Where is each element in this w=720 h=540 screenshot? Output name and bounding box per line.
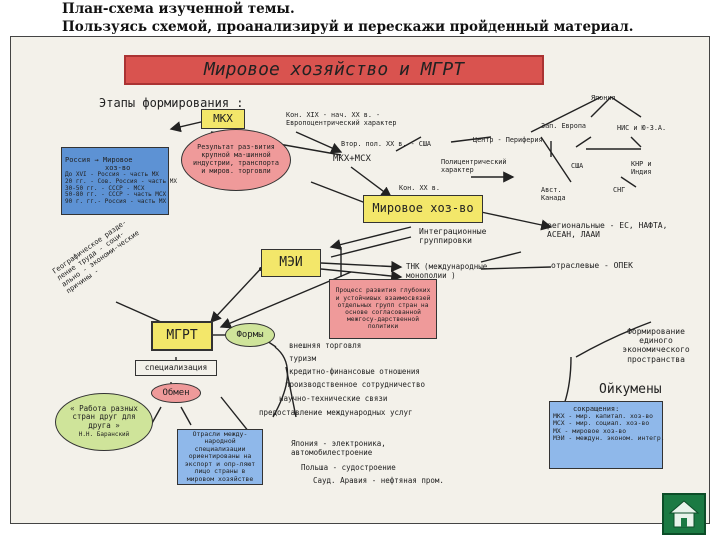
center-usa: США	[571, 162, 584, 170]
quote-ellipse: « Работа разных стран друг для друга » Н…	[55, 393, 153, 451]
form-item-4: производственное сотрудничество	[285, 380, 425, 389]
oikumene-word: Ойкумены	[599, 382, 662, 397]
mkh-box: МКХ	[201, 109, 245, 129]
form-item-2: туризм	[289, 354, 317, 363]
center-japan: Япония	[591, 94, 616, 102]
exchange-ellipse: Обмен	[151, 383, 201, 403]
sectoral-label: отраслевые - ОПЕК	[551, 261, 633, 270]
mkh-msh-label: МКХ+МСХ	[333, 154, 371, 164]
history-label-2: Втор. пол. XX в. - США	[341, 140, 432, 148]
forms-ellipse: Формы	[225, 323, 275, 347]
polycentric-label: Полицентрический характер	[441, 158, 507, 174]
process-box: Процесс развития глубоких и устойчивых в…	[329, 279, 437, 339]
slide-instruction: Пользуясь схемой, проанализируй и переск…	[62, 19, 634, 35]
center-cis: СНГ	[613, 186, 626, 194]
specialization-box: специализация	[135, 360, 217, 376]
cooperation-note: Результат раз-вития крупной ма-шинной ин…	[181, 129, 291, 191]
history-label-3: Кон. XX в.	[399, 184, 440, 192]
center-nis: НИС и Ю-З.А.	[617, 124, 667, 132]
specialization-desc: Отрасли между-народной специализации ори…	[177, 429, 263, 485]
abbreviations-box: сокращения: МКХ - мир. капитал. хоз-во М…	[549, 401, 665, 469]
center-europe: Зап. Европа	[541, 122, 587, 130]
regional-label: региональные - ЕС, НАФТА, АСЕАН, ЛААИ	[547, 221, 668, 240]
scheme-image: Мировое хозяйство и МГРТ Этапы формирова…	[10, 36, 710, 524]
example-poland: Польша - судостроение	[301, 463, 396, 472]
mei-box: МЭИ	[261, 249, 321, 277]
world-economy-box: Мировое хоз-во	[363, 195, 483, 223]
stages-label: Этапы формирования :	[99, 96, 244, 110]
slide-title: План-схема изученной темы.	[62, 1, 295, 17]
form-item-1: внешняя торговля	[289, 341, 362, 350]
form-item-5: научно-технические связи	[279, 394, 388, 403]
tnk-label: ТНК (международные монополии )	[406, 262, 488, 280]
center-australia: Авст. Канада	[541, 186, 566, 202]
example-saudi: Сауд. Аравия - нефтяная пром.	[313, 476, 444, 485]
center-periphery: Центр - Периферия	[473, 136, 543, 144]
oikumene-phrase: Формирование единого экономического прос…	[622, 327, 690, 364]
diagram-title: Мировое хозяйство и МГРТ	[124, 55, 544, 85]
russia-box: Россия → Мировое хоз-во До XVI - Россия …	[61, 147, 177, 215]
form-item-3: кредитно-финансовые отношения	[289, 367, 420, 376]
connector-lines	[115, 96, 652, 448]
integration-label: Интеграционные группировки	[419, 227, 487, 246]
home-icon	[668, 500, 700, 528]
mgrt-box: МГРТ	[151, 321, 213, 351]
home-button[interactable]	[662, 493, 706, 535]
form-item-6: предоставление международных услуг	[259, 408, 413, 417]
center-china-india: КНР и Индия	[631, 160, 652, 176]
example-japan: Япония - электроника, автомобилестроение	[291, 439, 386, 457]
history-label-1: Кон. XIX - нач. XX в. - Европоцентрическ…	[286, 111, 397, 127]
